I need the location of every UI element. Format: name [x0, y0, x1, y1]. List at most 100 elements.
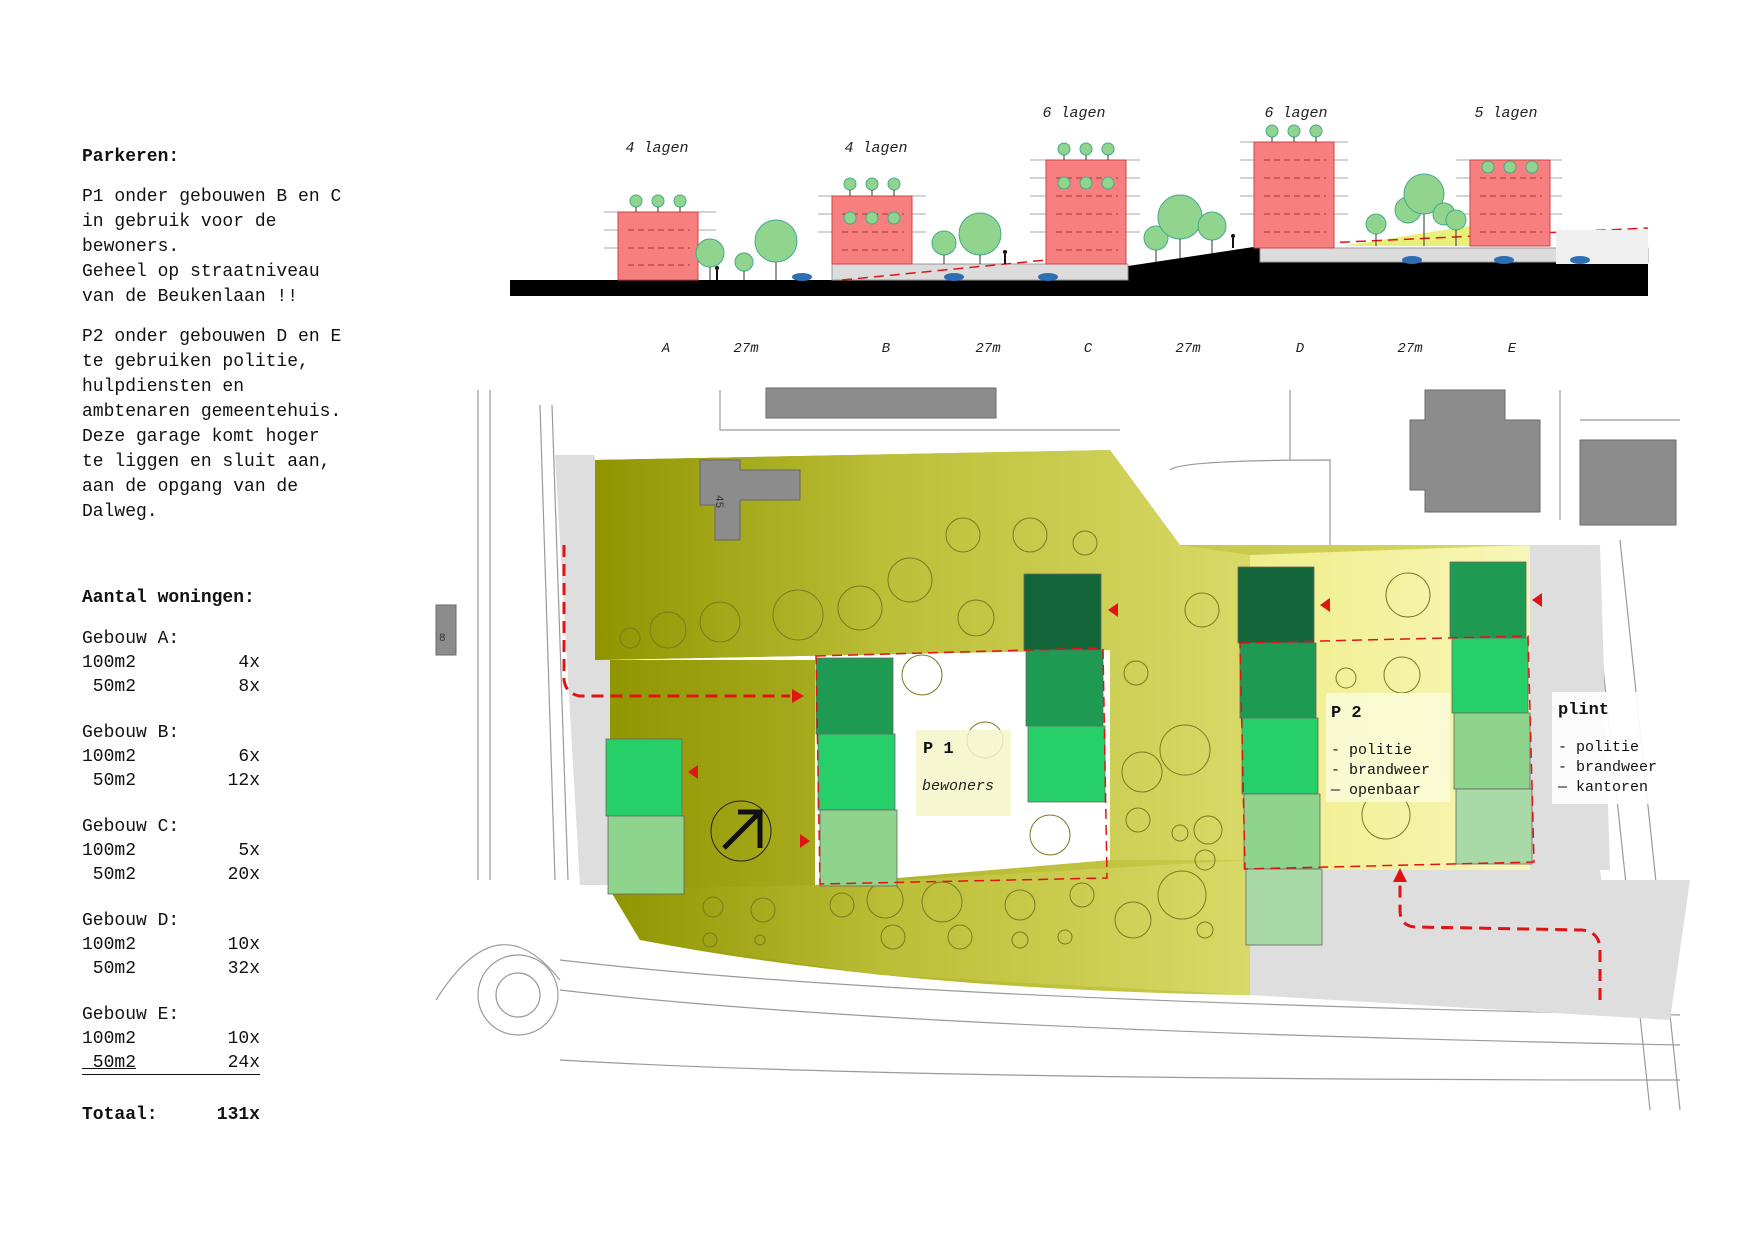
p2-line: Dalweg. [82, 502, 158, 522]
unit-size: 100m2 [82, 747, 137, 767]
plint-label-box [1552, 692, 1676, 804]
route-p1 [562, 545, 790, 698]
spacing-label: 27m [975, 341, 1001, 357]
section-cars [792, 256, 1590, 281]
grey-east-lot [1250, 870, 1620, 1000]
north-arrow-icon [710, 800, 772, 862]
building-letter-b: B [882, 341, 890, 357]
section-building-c [1030, 142, 1140, 265]
p1-outline [815, 647, 1108, 885]
section-ramp [1128, 246, 1260, 280]
parkeren-heading: Parkeren: [82, 147, 180, 167]
p2-line: aan de opgang van de [82, 477, 299, 497]
plan-building-e [1449, 561, 1533, 865]
p2-outline [1239, 635, 1535, 870]
p2-line: ambtenaren gemeentehuis. [82, 402, 342, 422]
p2-line: Deze garage komt hoger [82, 427, 320, 447]
p2-line: P2 onder gebouwen D en E [82, 327, 342, 347]
unit-count: 12x [227, 771, 260, 791]
house-45 [699, 459, 801, 541]
building-table: 100m2 6x 50m2 12x [82, 745, 260, 793]
unit-count: 4x [238, 653, 260, 673]
p2-item: - brandweer [1331, 762, 1430, 779]
p2-label-box [1326, 693, 1450, 802]
building-name: Gebouw A: [82, 629, 180, 649]
building-name: Gebouw D: [82, 911, 180, 931]
unit-size: 100m2 [82, 1029, 137, 1049]
p2-item: - politie [1331, 742, 1412, 759]
unit-count: 8x [238, 677, 260, 697]
building-table: 100m2 4x 50m2 8x [82, 651, 260, 699]
section-building-d [1240, 124, 1348, 249]
p1-line: in gebruik voor de [82, 212, 277, 232]
p2-line: hulpdiensten en [82, 377, 245, 397]
layers-label-a: 4 lagen [625, 140, 688, 157]
unit-count: 10x [227, 935, 260, 955]
route-p1-arrow [792, 689, 804, 703]
unit-count: 10x [227, 1029, 260, 1049]
plan-building-a [605, 738, 685, 895]
total-row: Totaal: 131x [82, 1103, 260, 1128]
route-p2 [1398, 880, 1602, 1000]
building-letter-c: C [1084, 341, 1093, 357]
entrance-markers [688, 593, 1542, 848]
total-value: 131x [216, 1105, 260, 1125]
section-high-ground [1260, 262, 1648, 280]
unit-count: 32x [227, 959, 260, 979]
building-letter-d: D [1296, 341, 1305, 357]
p2-line: te gebruiken politie, [82, 352, 309, 372]
spacing-label: 27m [733, 341, 759, 357]
neighbour-buildings [435, 387, 1677, 656]
unit-size: 50m2 [82, 865, 137, 885]
p1-line: P1 onder gebouwen B en C [82, 187, 342, 207]
plint-item: - politie [1558, 739, 1639, 756]
plint-item: — kantoren [1557, 779, 1648, 796]
unit-size: 50m2 [82, 959, 137, 979]
p1-sub: bewoners [922, 778, 994, 795]
building-name: Gebouw C: [82, 817, 180, 837]
unit-size: 50m2 [82, 1053, 137, 1073]
unit-count: 24x [227, 1053, 260, 1073]
spacing-label: 27m [1397, 341, 1423, 357]
route-p2-arrow [1393, 868, 1407, 882]
p1-label-box [916, 730, 1011, 816]
layers-label-e: 5 lagen [1474, 105, 1537, 122]
section-building-a [604, 194, 716, 281]
plan-trees [619, 517, 1431, 950]
plan-building-b [815, 657, 898, 887]
building-name: Gebouw B: [82, 723, 180, 743]
plint-title: plint [1558, 701, 1609, 720]
p1-description: P1 onder gebouwen B en C in gebruik voor… [82, 185, 412, 310]
layers-label-b: 4 lagen [844, 140, 907, 157]
unit-size: 50m2 [82, 771, 137, 791]
p1-line: van de Beukenlaan !! [82, 287, 299, 307]
layers-label-c: 6 lagen [1042, 105, 1105, 122]
p1-title: P 1 [923, 740, 954, 759]
building-letter-a: A [661, 341, 670, 357]
p2-line: te liggen en sluit aan, [82, 452, 331, 472]
plint-item: - brandweer [1558, 759, 1657, 776]
section-trees [695, 173, 1467, 280]
p2-description: P2 onder gebouwen D en E te gebruiken po… [82, 325, 412, 525]
building-name: Gebouw E: [82, 1005, 180, 1025]
section-drawing: 4 lagen 4 lagen 6 lagen 6 lagen 5 lagen … [510, 105, 1649, 357]
site-north [595, 450, 1250, 860]
house-number: 45 [712, 495, 724, 508]
p2-title: P 2 [1331, 704, 1362, 723]
unit-count: 6x [238, 747, 260, 767]
p1-line: bewoners. [82, 237, 180, 257]
sum-line [82, 1074, 260, 1075]
unit-size: 100m2 [82, 935, 137, 955]
p1-line: Geheel op straatniveau [82, 262, 320, 282]
site-south [610, 860, 1250, 995]
unit-size: 100m2 [82, 653, 137, 673]
building-table: 100m2 10x 50m2 24x [82, 1027, 260, 1075]
building-letter-e: E [1508, 341, 1517, 357]
plan-building-c [1023, 573, 1106, 803]
unit-size: 50m2 [82, 677, 137, 697]
woningen-list: Gebouw A: 100m2 4x 50m2 8x Gebouw B: 100m2… [82, 627, 272, 1075]
unit-size: 100m2 [82, 841, 137, 861]
section-people [715, 234, 1235, 280]
